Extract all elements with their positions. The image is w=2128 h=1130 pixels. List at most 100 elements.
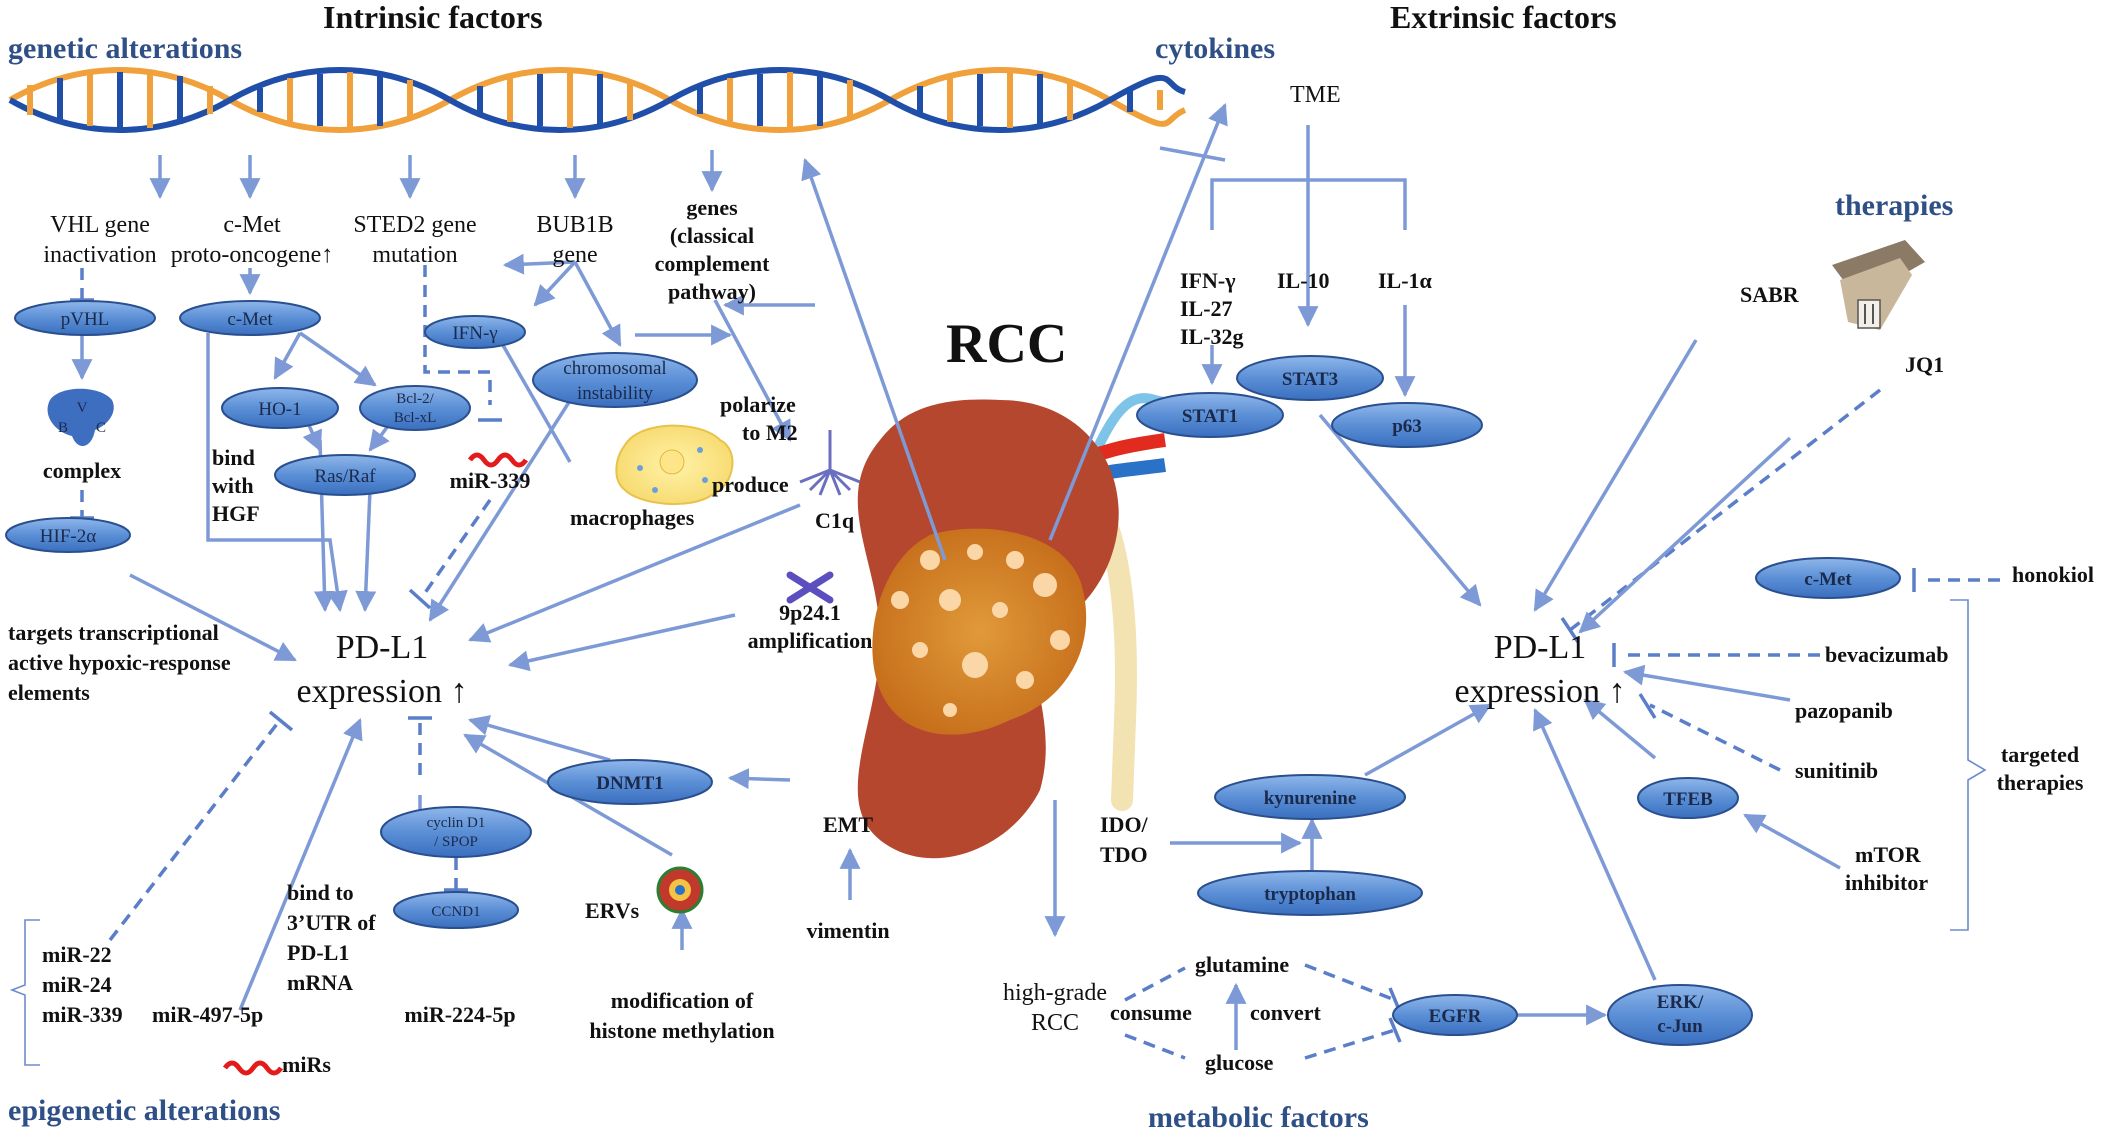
chromosomal-label-1: chromosomal xyxy=(563,358,666,379)
bind3utr-label-1: bind to xyxy=(287,880,354,905)
cmet-node-left: c-Met xyxy=(179,300,321,336)
intrinsic-factors-header: Intrinsic factors xyxy=(323,0,543,35)
ccnd1-node: CCND1 xyxy=(393,891,519,929)
tme-label: TME xyxy=(1290,82,1341,108)
erv-virus-icon xyxy=(656,866,704,914)
egfr-node: EGFR xyxy=(1392,994,1518,1036)
polarize-label-1: polarize xyxy=(720,392,796,417)
polarize-label-2: to M2 xyxy=(742,420,798,445)
hif-node: HIF-2α xyxy=(5,517,131,553)
mirs-legend-label: miRs xyxy=(282,1052,331,1077)
pazopanib-label: pazopanib xyxy=(1795,698,1893,723)
bind3utr-label-3: PD-L1 xyxy=(287,940,349,965)
erk-label-1: ERK/ xyxy=(1657,992,1704,1013)
rasraf-node: Ras/Raf xyxy=(274,454,416,496)
mirs-group-label-1: miR-22 xyxy=(42,942,112,967)
histone-label-2: histone methylation xyxy=(589,1018,774,1043)
epigenetic-alterations-label: epigenetic alterations xyxy=(8,1094,280,1127)
emt-label: EMT xyxy=(823,812,873,837)
dnmt1-label: DNMT1 xyxy=(596,773,664,794)
vimentin-label: vimentin xyxy=(806,918,889,943)
ho1-node: HO-1 xyxy=(221,387,339,429)
genes-classical-label-1: genes xyxy=(686,195,738,220)
kidney-icon xyxy=(857,393,1177,859)
genes-classical-label-2: (classical xyxy=(670,223,754,248)
ido-label-1: IDO/ xyxy=(1100,812,1149,837)
macrophages-label: macrophages xyxy=(570,505,695,530)
mir339-top-label: miR-339 xyxy=(450,468,531,493)
erk-label-2: c-Jun xyxy=(1657,1016,1703,1037)
genes-classical-label-3: complement xyxy=(655,251,771,276)
convert-label: convert xyxy=(1250,1000,1322,1025)
p63-node: p63 xyxy=(1331,402,1483,448)
mir224-label: miR-224-5p xyxy=(404,1002,515,1027)
kynurenine-node: kynurenine xyxy=(1214,774,1406,820)
pdl1-left-label-1: PD-L1 xyxy=(336,629,429,666)
chromosomal-instability-node: chromosomal instability xyxy=(532,352,698,408)
stat1-label: STAT1 xyxy=(1182,406,1238,427)
metabolic-factors-label: metabolic factors xyxy=(1148,1101,1369,1130)
cmet-gene-label-2: proto-oncogene↑ xyxy=(171,242,334,268)
mirs-group-label-3: miR-339 xyxy=(42,1002,123,1027)
il10-label: IL-10 xyxy=(1277,268,1330,293)
amplification-label-1: 9p24.1 xyxy=(779,600,841,625)
therapies-label: therapies xyxy=(1835,189,1953,222)
mirs-bracket xyxy=(9,919,40,1066)
dnmt1-node: DNMT1 xyxy=(547,759,713,805)
cmet-node-right: c-Met xyxy=(1755,557,1901,599)
complex-letter-b: B xyxy=(58,420,68,436)
glutamine-label: glutamine xyxy=(1195,952,1289,977)
targets-label-2: active hypoxic-response xyxy=(8,650,231,675)
bind3utr-label-2: 3’UTR of xyxy=(287,910,376,935)
chromosome-icon xyxy=(786,571,834,604)
tfeb-node: TFEB xyxy=(1637,777,1739,819)
cyclin-label-1: cyclin D1 xyxy=(427,815,486,831)
sted2-label-1: STED2 gene xyxy=(353,212,476,238)
sabr-machine-icon xyxy=(1832,240,1925,330)
bub1b-label-2: gene xyxy=(552,242,597,268)
stat3-label: STAT3 xyxy=(1282,369,1338,390)
vhl-gene-label-2: inactivation xyxy=(43,242,156,268)
ifn-group-label-2: IL-27 xyxy=(1180,296,1233,321)
ifn-group-label-1: IFN-γ xyxy=(1180,268,1236,293)
complex-label: complex xyxy=(43,458,121,483)
ido-label-2: TDO xyxy=(1100,842,1148,867)
bcl-label-2: Bcl-xL xyxy=(394,410,437,426)
il1a-label: IL-1α xyxy=(1378,268,1433,293)
consume-label: consume xyxy=(1110,1000,1192,1025)
tryptophan-node: tryptophan xyxy=(1197,870,1423,916)
rcc-title: RCC xyxy=(946,313,1067,375)
kynurenine-label: kynurenine xyxy=(1264,788,1357,809)
bub1b-label-1: BUB1B xyxy=(536,212,613,238)
targeted-label-1: targeted xyxy=(2001,742,2079,767)
sabr-label: SABR xyxy=(1740,282,1800,307)
mirna-icon-top xyxy=(467,452,529,468)
ccnd1-label: CCND1 xyxy=(431,904,480,920)
produce-label: produce xyxy=(712,472,789,497)
ho1-label: HO-1 xyxy=(258,399,301,420)
amplification-label-2: amplification xyxy=(748,628,873,653)
vhl-gene-label-1: VHL gene xyxy=(50,212,150,238)
complex-letter-v: V xyxy=(77,400,88,416)
c1q-icon xyxy=(799,430,861,496)
targeted-therapies-bracket xyxy=(1950,599,1987,931)
bcl-label-1: Bcl-2/ xyxy=(396,391,434,407)
targets-label-1: targets transcriptional xyxy=(8,620,219,645)
cmet-label-left: c-Met xyxy=(227,309,273,330)
glucose-label: glucose xyxy=(1205,1050,1274,1075)
pdl1-right-label-2: expression ↑ xyxy=(1455,673,1626,710)
bind-hgf-label-3: HGF xyxy=(212,501,260,526)
bind-hgf-label-1: bind xyxy=(212,445,255,470)
mirs-group-label-2: miR-24 xyxy=(42,972,112,997)
hif-label: HIF-2α xyxy=(40,526,96,547)
extrinsic-factors-header: Extrinsic factors xyxy=(1390,0,1617,35)
erk-node: ERK/c-Jun xyxy=(1607,984,1753,1046)
c1q-label: C1q xyxy=(815,508,855,533)
ifn-group-label-3: IL-32g xyxy=(1180,324,1244,349)
ifn-node: IFN-γ xyxy=(424,315,526,349)
chromosomal-label-2: instability xyxy=(577,383,654,404)
dna-helix-icon xyxy=(8,67,1187,133)
genes-classical-label-4: pathway) xyxy=(668,279,756,304)
